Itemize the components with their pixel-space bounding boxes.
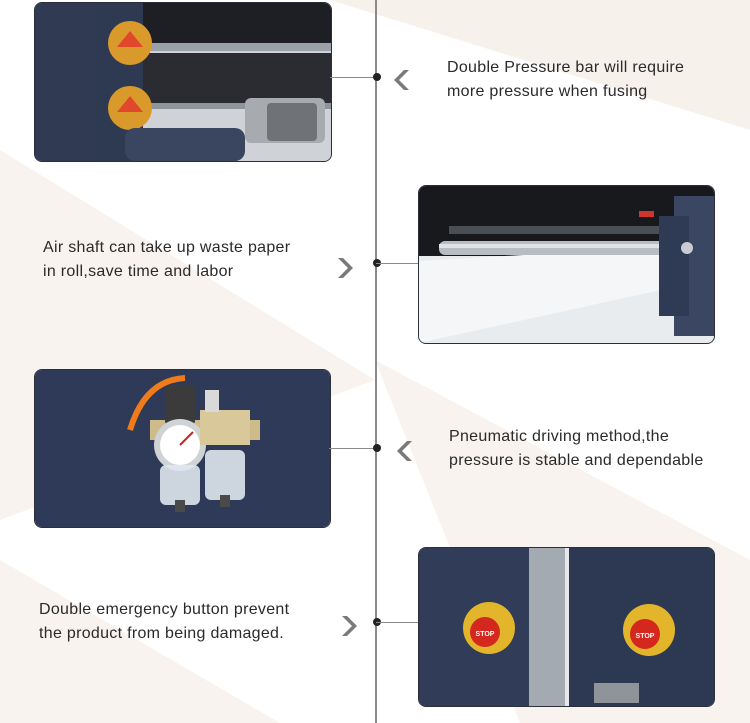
chevron-left-icon: [394, 70, 409, 90]
stop-label: STOP: [476, 631, 495, 638]
emergency-buttons-photo: STOP STOP: [418, 547, 715, 707]
caption-line: Pneumatic driving method,the: [449, 428, 670, 445]
feature-caption-3: Pneumatic driving method,the pressure is…: [449, 425, 704, 473]
caption-line: pressure is stable and dependable: [449, 452, 704, 469]
caption-line: Double Pressure bar will require: [447, 59, 685, 76]
connector-2: [376, 263, 418, 264]
pneumatic-regulator-photo: [34, 369, 331, 528]
caption-line: the product from being damaged.: [39, 625, 285, 642]
caption-line: Air shaft can take up waste paper: [43, 239, 291, 256]
connector-4: [376, 622, 418, 623]
feature-caption-1: Double Pressure bar will require more pr…: [447, 56, 684, 104]
connector-3: [329, 448, 376, 449]
chevron-right-icon: [342, 616, 357, 636]
caption-line: Double emergency button prevent: [39, 601, 290, 618]
timeline-dot-3: [373, 444, 381, 452]
chevron-left-icon: [397, 441, 412, 461]
air-shaft-photo: [418, 185, 715, 344]
feature-caption-4: Double emergency button prevent the prod…: [39, 598, 289, 646]
caption-line: more pressure when fusing: [447, 83, 648, 100]
connector-1: [330, 77, 376, 78]
timeline-line: [375, 0, 377, 723]
timeline-dot-1: [373, 73, 381, 81]
chevron-right-icon: [338, 258, 353, 278]
feature-caption-2: Air shaft can take up waste paper in rol…: [43, 236, 290, 284]
stop-label: STOP: [636, 633, 655, 640]
pressure-rollers-photo: [34, 2, 332, 162]
caption-line: in roll,save time and labor: [43, 263, 234, 280]
